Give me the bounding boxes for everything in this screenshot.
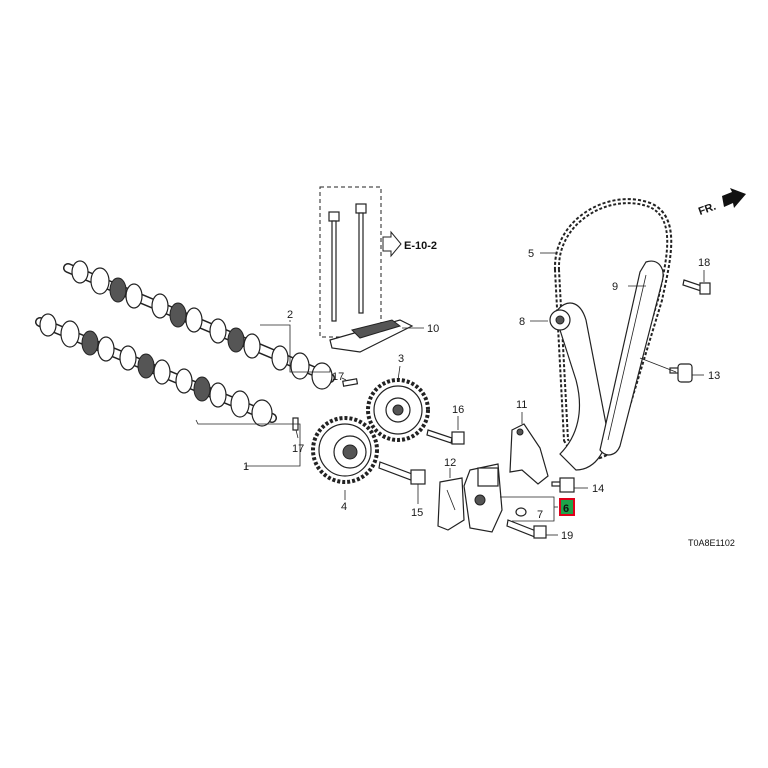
dowel-pin-upper[interactable] bbox=[342, 378, 359, 387]
long-bolts[interactable] bbox=[328, 203, 367, 322]
bolt-15[interactable] bbox=[378, 461, 426, 485]
leader-lines bbox=[195, 252, 705, 536]
camshaft-upper[interactable] bbox=[63, 260, 335, 390]
callout-1: 1 bbox=[243, 461, 249, 473]
chain-guide-bracket-11[interactable] bbox=[509, 423, 549, 485]
bolt-13[interactable] bbox=[669, 363, 693, 383]
fr-label: FR. bbox=[697, 201, 718, 218]
callout-4: 4 bbox=[341, 501, 347, 513]
o-ring-7[interactable] bbox=[515, 507, 527, 517]
callout-13: 13 bbox=[708, 370, 720, 382]
reference-box bbox=[319, 186, 382, 338]
callout-16: 16 bbox=[452, 404, 464, 416]
callout-18: 18 bbox=[698, 257, 710, 269]
chain-tensioner-6[interactable] bbox=[463, 463, 503, 533]
fr-arrow-icon bbox=[722, 188, 746, 208]
callout-12: 12 bbox=[444, 457, 456, 469]
callout-19: 19 bbox=[561, 530, 573, 542]
callout-8: 8 bbox=[519, 316, 525, 328]
bolt-18[interactable] bbox=[682, 279, 711, 295]
bracket-10[interactable] bbox=[329, 319, 414, 353]
chain-guide-9[interactable] bbox=[599, 260, 664, 456]
bolt-19[interactable] bbox=[506, 519, 547, 539]
callout-9: 9 bbox=[612, 281, 618, 293]
callout-17-upper: 17 bbox=[332, 371, 344, 383]
callout-6: 6 bbox=[563, 503, 569, 515]
diagram-code: T0A8E1102 bbox=[688, 538, 735, 548]
callout-7: 7 bbox=[537, 509, 543, 521]
callout-5: 5 bbox=[528, 248, 534, 260]
cam-sprocket-upper[interactable] bbox=[366, 378, 430, 442]
bolt-16[interactable] bbox=[426, 429, 465, 445]
reference-arrow-icon bbox=[382, 230, 402, 258]
camshaft-lower[interactable] bbox=[35, 313, 277, 427]
tensioner-arm-8[interactable] bbox=[549, 302, 608, 471]
gasket-12[interactable] bbox=[437, 477, 465, 531]
callout-3: 3 bbox=[398, 353, 404, 365]
callout-2: 2 bbox=[287, 309, 293, 321]
reference-label[interactable]: E-10-2 bbox=[404, 240, 437, 252]
callout-10: 10 bbox=[427, 323, 439, 335]
vtc-actuator[interactable] bbox=[311, 416, 379, 484]
callout-14: 14 bbox=[592, 483, 604, 495]
callout-17-lower: 17 bbox=[292, 443, 304, 455]
callout-11: 11 bbox=[516, 399, 527, 411]
bolt-14[interactable] bbox=[551, 477, 575, 493]
callout-15: 15 bbox=[411, 507, 423, 519]
callout-6-highlight[interactable]: 6 bbox=[559, 498, 575, 516]
